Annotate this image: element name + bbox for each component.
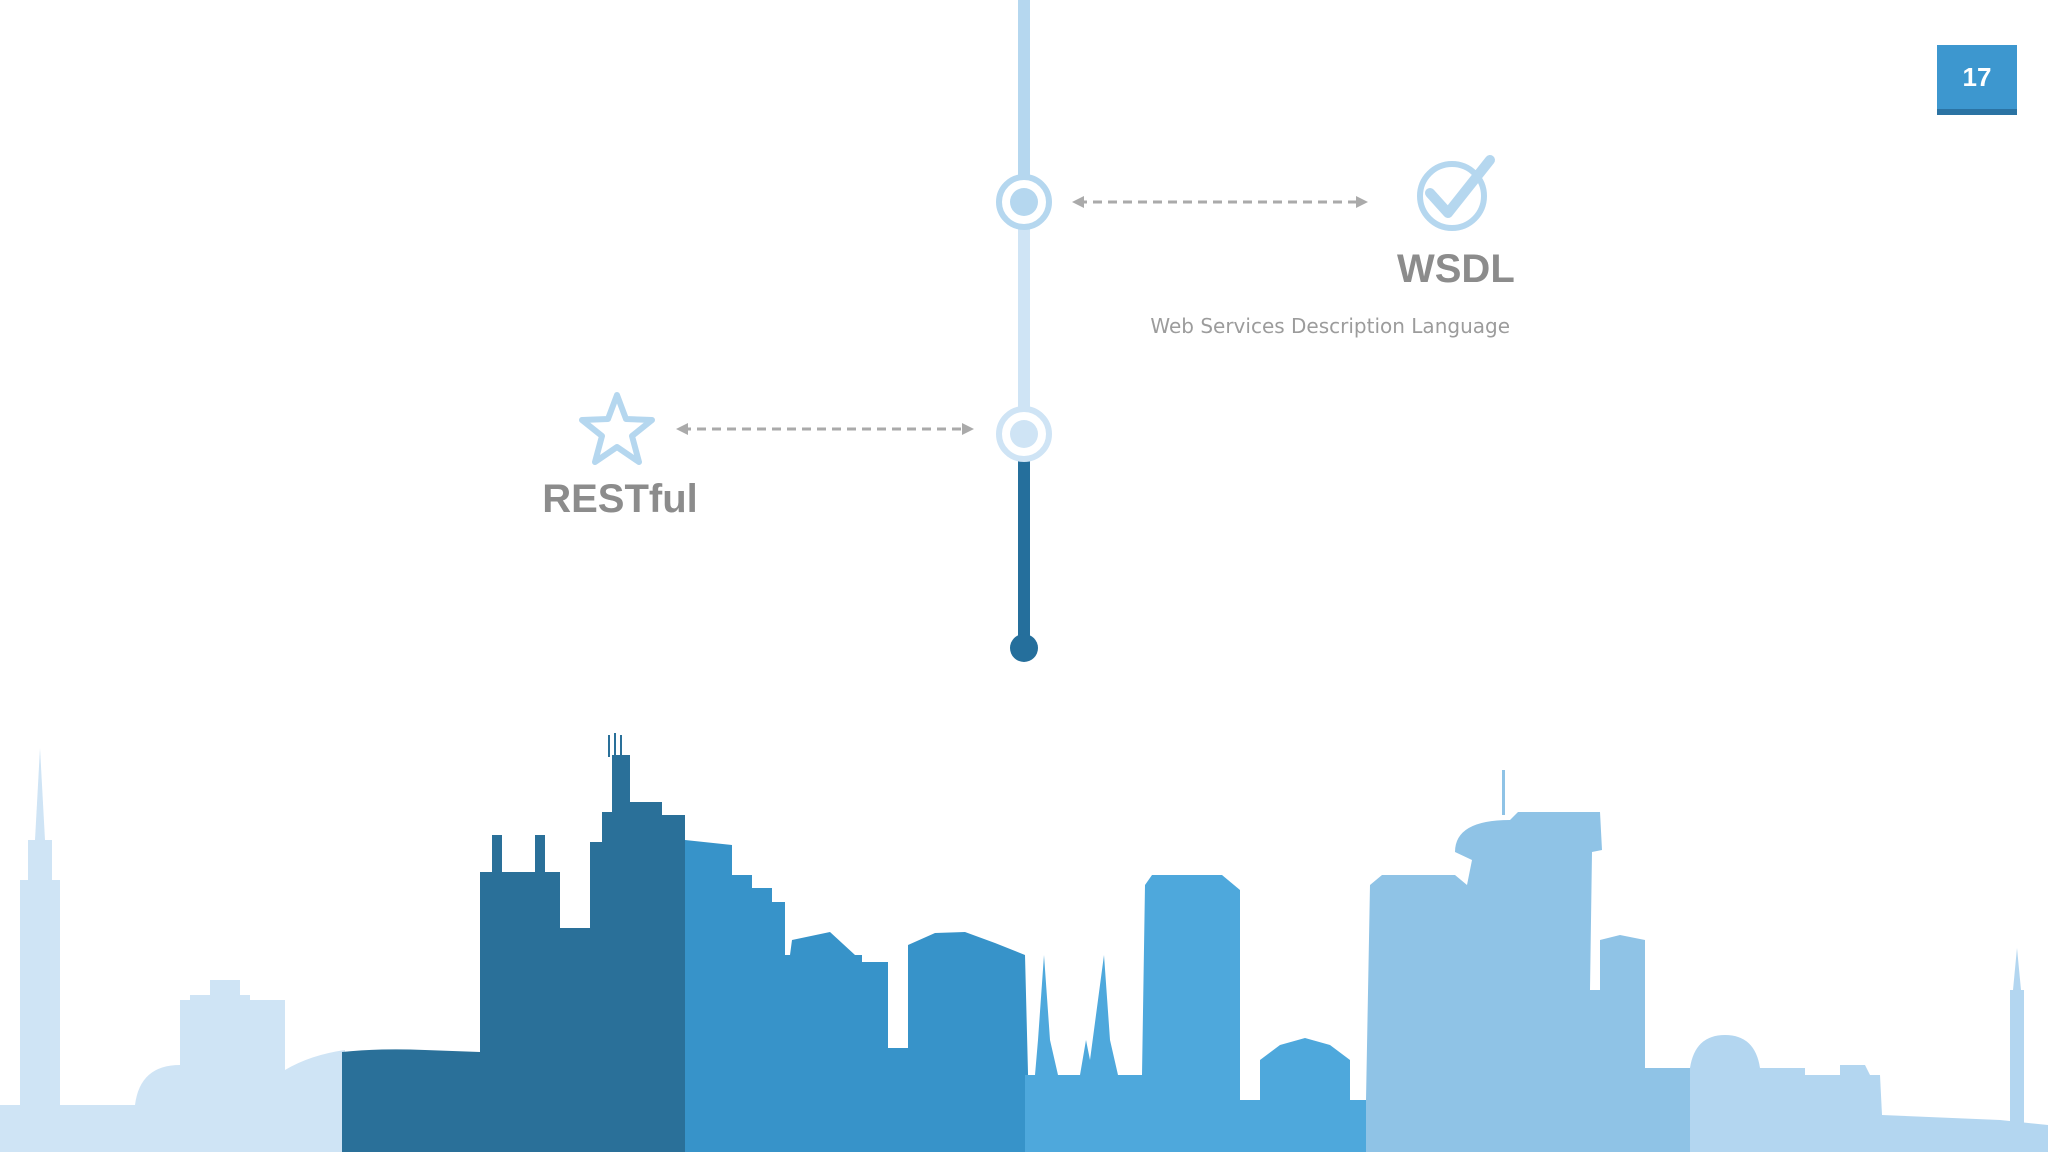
skyline-bright-section xyxy=(1025,875,1370,1152)
wsdl-title: WSDL xyxy=(1397,247,1515,291)
restful-title: RESTful xyxy=(542,477,698,521)
star-icon xyxy=(579,392,655,465)
timeline-node-restful xyxy=(996,406,1052,462)
skyline-dark-section xyxy=(342,733,685,1152)
timeline-line-middle xyxy=(1018,225,1030,415)
skyline-pale-right xyxy=(1690,948,2048,1152)
timeline-node-wsdl xyxy=(996,174,1052,230)
skyline-soft-section xyxy=(1366,770,1695,1152)
skyline-pale-left xyxy=(0,748,345,1152)
timeline-line-bottom xyxy=(1018,458,1030,648)
skyline-mid-section xyxy=(685,840,1030,1152)
page-number-badge: 17 xyxy=(1937,45,2017,115)
check-circle-icon xyxy=(1417,155,1495,231)
wsdl-description: Web Services Description Language xyxy=(1150,314,1510,338)
timeline-line-top xyxy=(1018,0,1030,180)
timeline-end-dot xyxy=(1010,634,1038,662)
